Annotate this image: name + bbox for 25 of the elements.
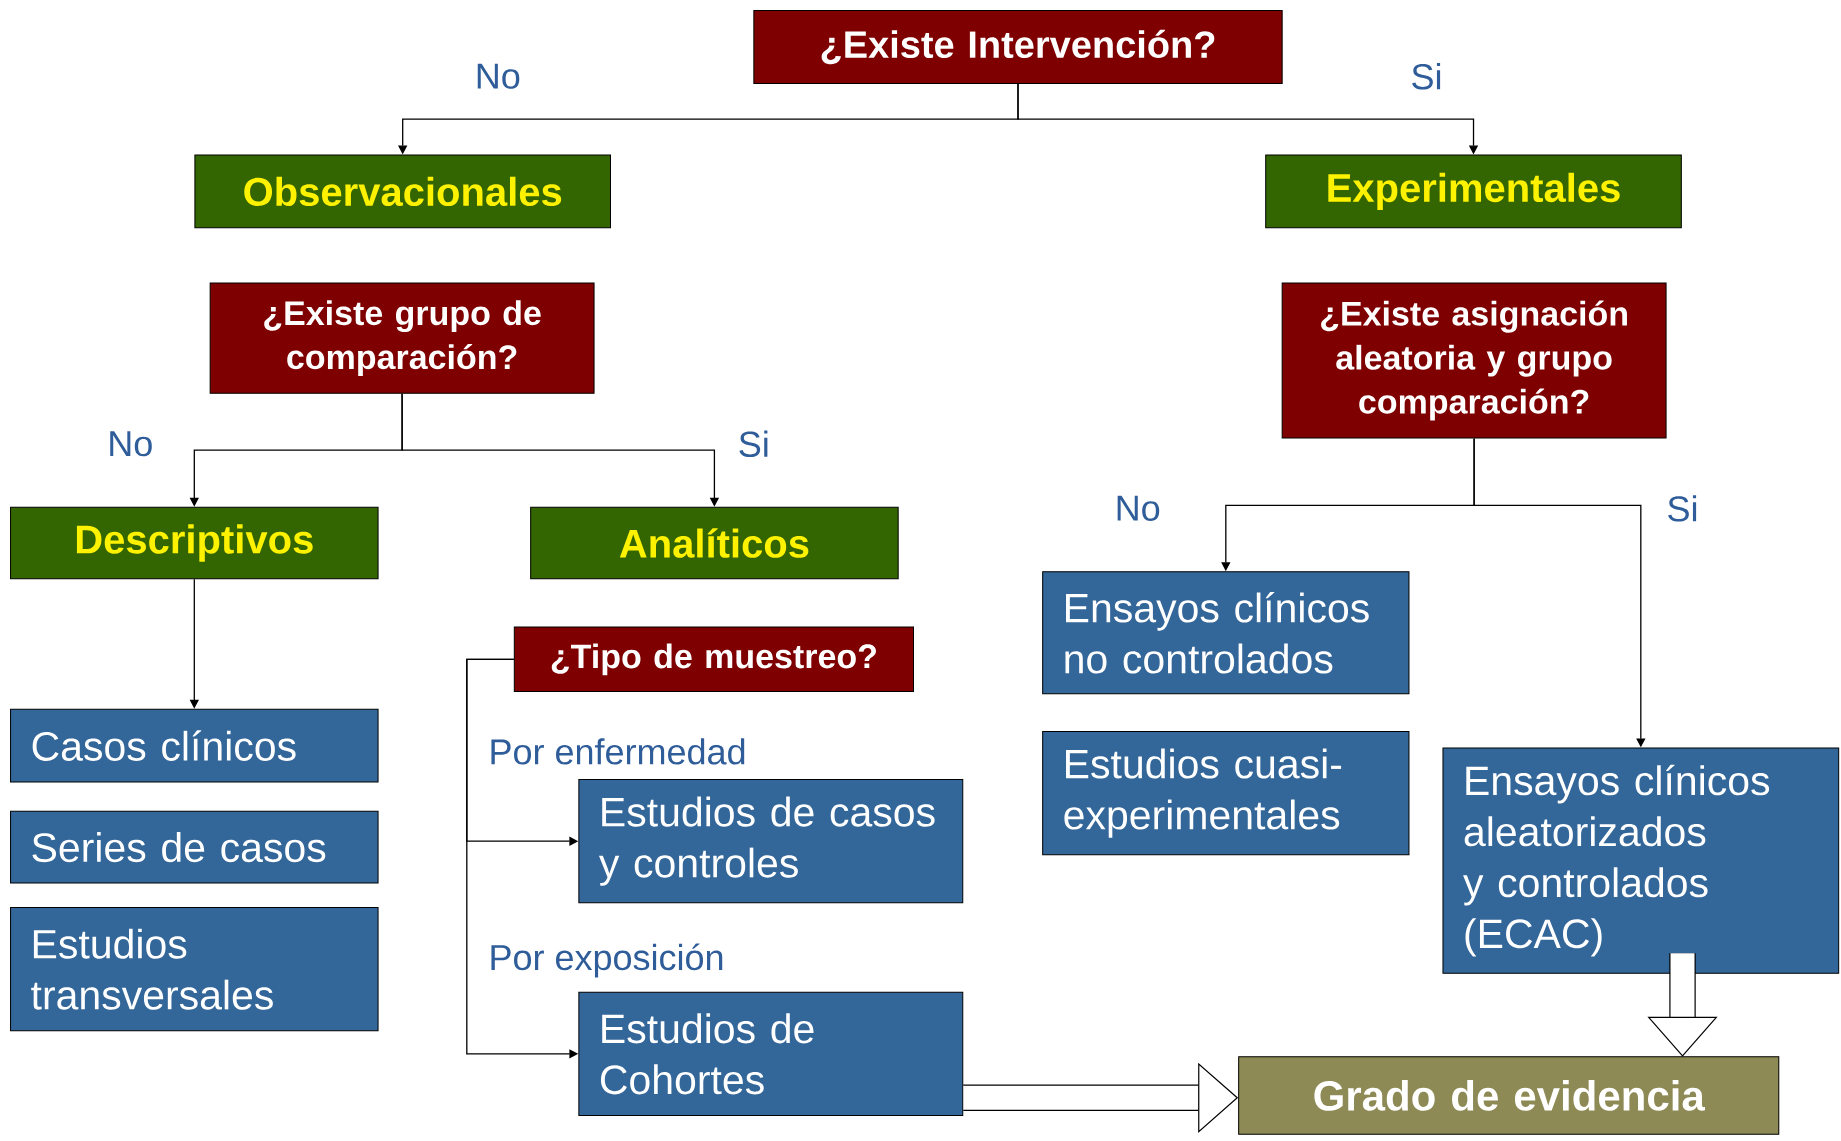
edge-label: Si [1668,495,1697,522]
edge-label: Por exposición [491,943,723,978]
result-box: Grado de evidencia [1238,1056,1780,1135]
category-box: Experimentales [1265,154,1682,229]
edge-label: Si [739,430,768,457]
edge-label: No [1117,495,1160,521]
study-box: Estudios cuasi-experimentales [1042,730,1410,856]
edge-label: No [477,63,520,89]
study-box: Estudios de casos y controles [578,779,964,904]
study-box: Estudios de Cohortes [578,991,964,1116]
category-box: Analíticos [530,506,899,580]
question-box: ¿Tipo de muestreo? [513,626,914,693]
study-box: Series de casos [10,810,379,884]
edge-label: Por enfermedad [491,738,745,765]
question-box: ¿Existe grupo de comparación? [209,282,595,394]
question-box: ¿Existe Intervención? [753,10,1283,84]
study-box: Casos clínicos [10,708,379,783]
study-box: Estudios transversales [10,907,379,1032]
study-box: Ensayos clínicos no controlados [1042,571,1410,695]
edge-label: No [110,431,152,457]
study-box: Ensayos clínicos aleatorizados y controlados (ECAC) [1442,747,1840,974]
edge-label: Si [1412,63,1441,90]
question-box: ¿Existe asignación aleatoria y grupo comparación? [1281,282,1667,439]
category-box: Observacionales [194,154,611,229]
category-box: Descriptivos [10,506,379,580]
